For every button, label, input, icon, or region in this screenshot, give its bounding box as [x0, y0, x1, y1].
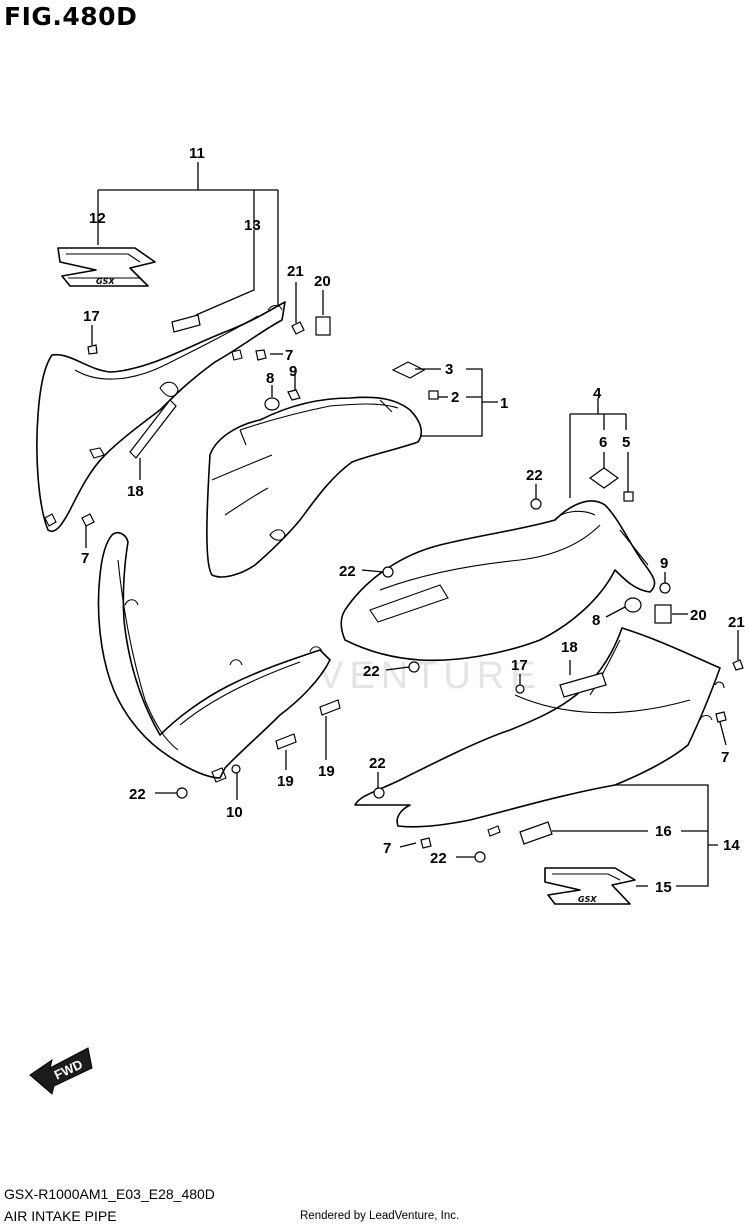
- callout-9-upper[interactable]: 9: [289, 363, 297, 380]
- callout-8-right[interactable]: 8: [592, 612, 600, 629]
- callout-7-left[interactable]: 7: [81, 550, 89, 567]
- gsx-r-emblem-upper[interactable]: GSX: [57, 247, 156, 287]
- callout-14[interactable]: 14: [723, 837, 740, 854]
- gsx-r-emblem-lower[interactable]: GSX: [544, 867, 636, 905]
- decal-5[interactable]: [623, 491, 634, 502]
- right-side-cowl[interactable]: [354, 627, 725, 837]
- callout-22-f[interactable]: 22: [430, 850, 447, 867]
- callout-7-right[interactable]: 7: [721, 749, 729, 766]
- decal-13[interactable]: [171, 314, 201, 333]
- hardware: [81, 316, 744, 863]
- decal-2[interactable]: [428, 390, 439, 400]
- decal-19-left[interactable]: [275, 733, 297, 750]
- callout-9-right[interactable]: 9: [660, 555, 668, 572]
- callouts: 11 12 13 21 20 17 7 9 8 3 2 1 4 6 5 18 2…: [81, 145, 745, 896]
- callout-18-right[interactable]: 18: [561, 639, 578, 656]
- callout-19-left[interactable]: 19: [277, 773, 294, 790]
- callout-20-right[interactable]: 20: [690, 607, 707, 624]
- left-upper-cowl[interactable]: [36, 301, 286, 532]
- decal-18-left[interactable]: [129, 399, 177, 459]
- decal-19-right[interactable]: [319, 699, 341, 716]
- callout-22-a[interactable]: 22: [526, 467, 543, 484]
- callout-4[interactable]: 4: [593, 385, 602, 402]
- callout-22-b[interactable]: 22: [339, 563, 356, 580]
- callout-15[interactable]: 15: [655, 879, 672, 896]
- callout-18-left[interactable]: 18: [127, 483, 144, 500]
- callout-10[interactable]: 10: [226, 804, 243, 821]
- callout-12[interactable]: 12: [89, 210, 106, 227]
- decal-16[interactable]: [519, 821, 553, 845]
- callout-17-left[interactable]: 17: [83, 308, 100, 325]
- rendered-by-credit: Rendered by LeadVenture, Inc.: [300, 1210, 460, 1222]
- callout-19-right[interactable]: 19: [318, 763, 335, 780]
- decal-6[interactable]: [588, 467, 620, 489]
- callout-7-lower[interactable]: 7: [383, 840, 391, 857]
- decal-3[interactable]: [391, 361, 426, 379]
- callout-17-right[interactable]: 17: [511, 657, 528, 674]
- callout-13[interactable]: 13: [244, 217, 261, 234]
- right-air-duct[interactable]: [340, 500, 656, 662]
- lower-left-panel[interactable]: [97, 532, 331, 783]
- callout-21-right[interactable]: 21: [728, 614, 745, 631]
- figure-title: FIG.480D: [4, 2, 138, 31]
- callout-21-upper[interactable]: 21: [287, 263, 304, 280]
- callout-11[interactable]: 11: [189, 145, 205, 162]
- figure-code: GSX-R1000AM1_E03_E28_480D: [4, 1186, 215, 1202]
- watermark: VENTURE: [318, 655, 542, 697]
- decal-18-right[interactable]: [559, 672, 607, 698]
- emblem-gsx-text: GSX: [96, 277, 115, 286]
- callout-6[interactable]: 6: [599, 434, 607, 451]
- callout-7-upper[interactable]: 7: [285, 347, 293, 364]
- callout-8-upper[interactable]: 8: [266, 370, 274, 387]
- callout-22-d[interactable]: 22: [369, 755, 386, 772]
- fwd-arrow-icon: FWD: [29, 1047, 93, 1095]
- callout-5[interactable]: 5: [622, 434, 630, 451]
- leader-lines: [85, 162, 739, 887]
- air-intake-pipe[interactable]: [206, 396, 422, 578]
- callout-16[interactable]: 16: [655, 823, 672, 840]
- callout-22-e[interactable]: 22: [129, 786, 146, 803]
- callout-20-upper[interactable]: 20: [314, 273, 331, 290]
- callout-3[interactable]: 3: [445, 361, 453, 378]
- callout-1[interactable]: 1: [500, 395, 508, 412]
- callout-22-c[interactable]: 22: [363, 663, 380, 680]
- figure-caption: AIR INTAKE PIPE: [4, 1208, 117, 1224]
- emblem-gsx-text-lower: GSX: [578, 895, 597, 904]
- callout-2[interactable]: 2: [451, 389, 459, 406]
